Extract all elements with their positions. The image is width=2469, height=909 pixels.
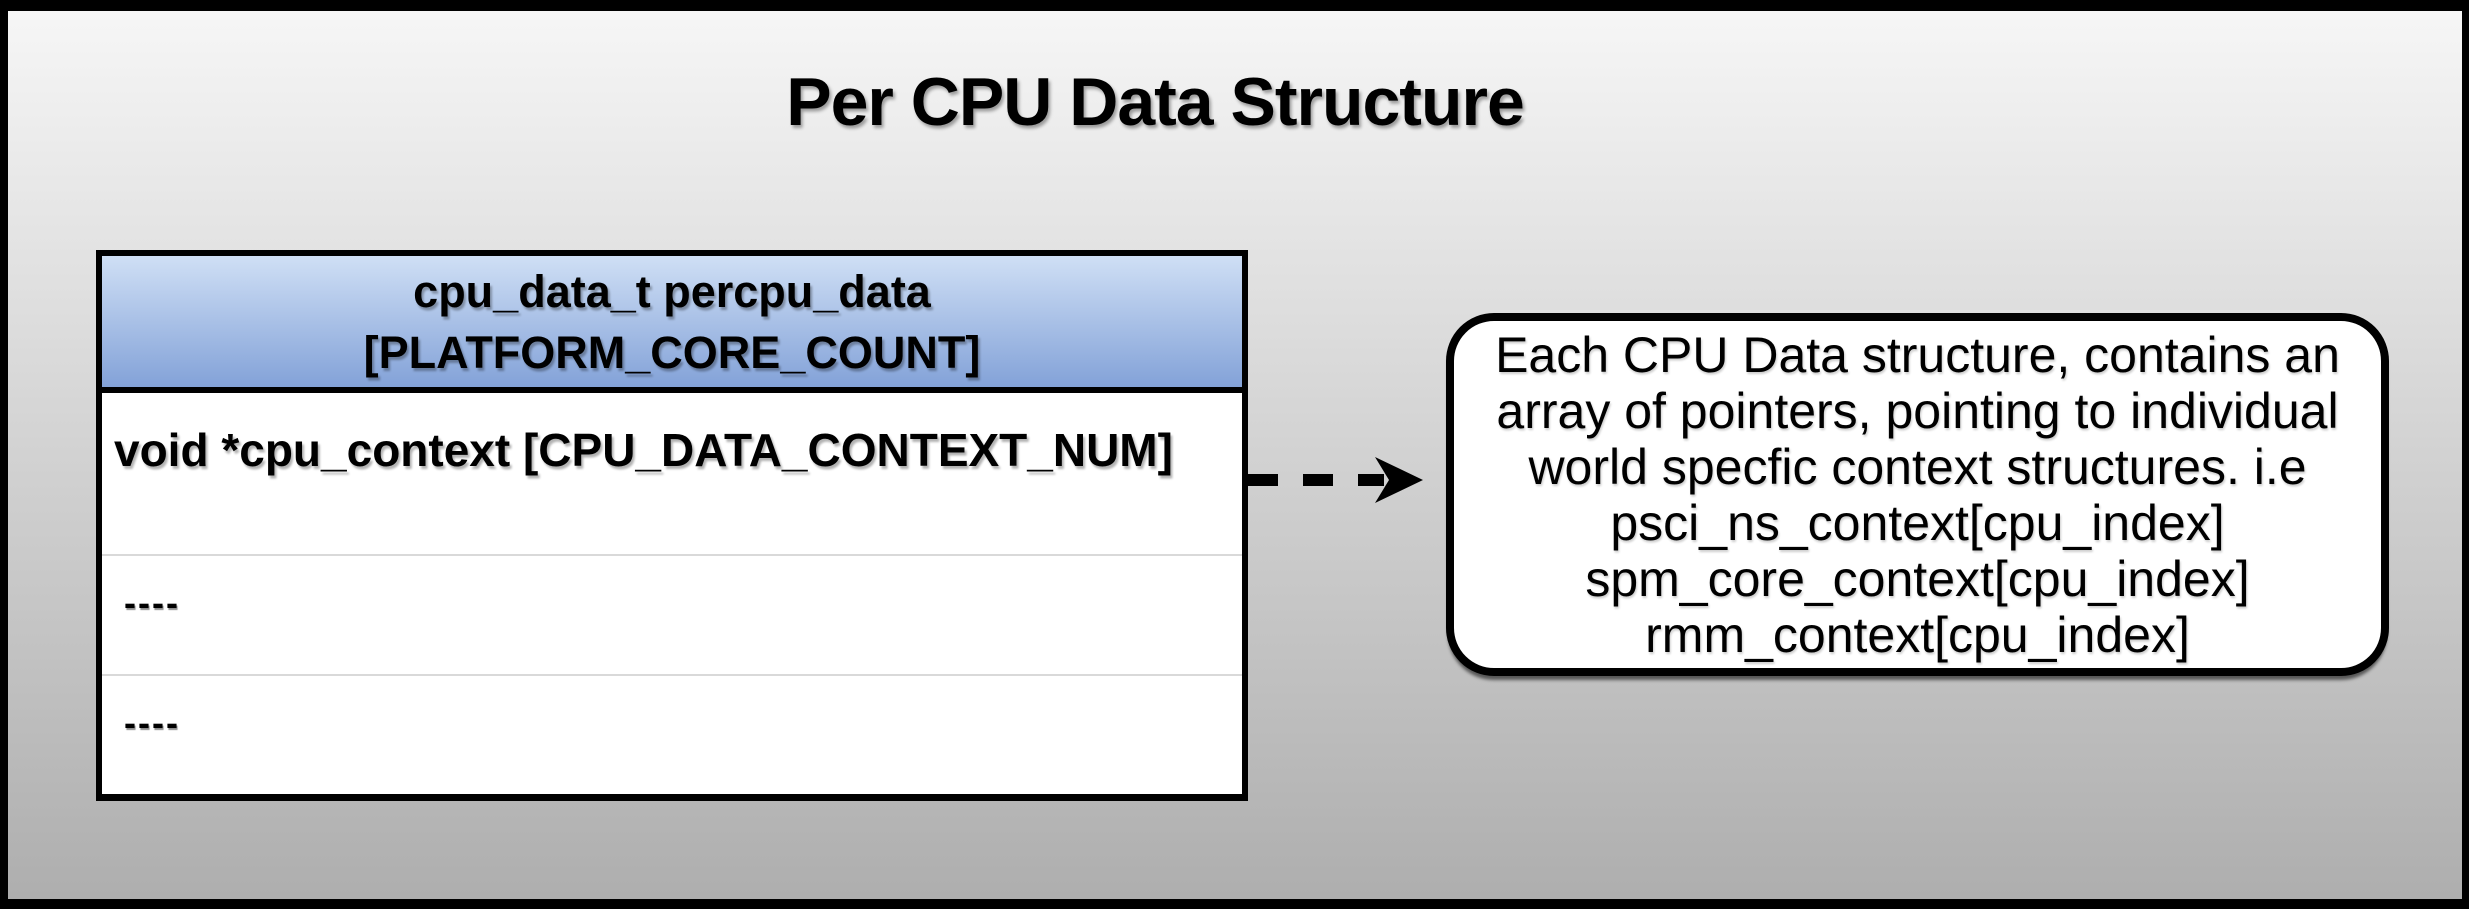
table-header: cpu_data_t percpu_data [PLATFORM_CORE_CO… — [96, 250, 1248, 393]
note-line: array of pointers, pointing to individua… — [1496, 382, 2339, 439]
note-line: psci_ns_context[cpu_index] — [1610, 494, 2225, 551]
table-header-line2: [PLATFORM_CORE_COUNT] — [363, 326, 981, 378]
note-line: spm_core_context[cpu_index] — [1585, 550, 2250, 607]
dashed-arrow-head — [1375, 457, 1423, 503]
page-title: Per CPU Data Structure — [786, 64, 1525, 140]
table-row-placeholder-1: ---- — [102, 554, 1242, 674]
table-row-placeholder-2: ---- — [102, 674, 1242, 794]
table-header-line1: cpu_data_t percpu_data — [413, 265, 931, 317]
note-line: rmm_context[cpu_index] — [1645, 606, 2190, 663]
dashed-arrow-icon — [1248, 457, 1423, 503]
table-body: void *cpu_context [CPU_DATA_CONTEXT_NUM]… — [96, 393, 1248, 801]
note-line: Each CPU Data structure, contains an — [1495, 326, 2340, 383]
annotation-box: Each CPU Data structure, contains an arr… — [1446, 313, 2389, 676]
note-line: world specfic context structures. i.e — [1528, 438, 2307, 495]
cpu-data-table: cpu_data_t percpu_data [PLATFORM_CORE_CO… — [96, 250, 1248, 801]
table-row-cpu-context: void *cpu_context [CPU_DATA_CONTEXT_NUM] — [114, 424, 1173, 476]
